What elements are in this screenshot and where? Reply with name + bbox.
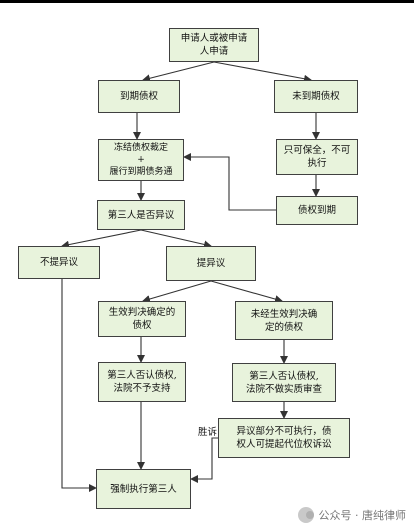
edge-label-win-lawsuit: 胜诉 [198,427,218,438]
node-objection-part-not-enforceable: 异议部分不可执行，债 权人可提起代位权诉讼 [218,418,350,458]
edge-third-noobj [61,229,142,249]
node-objection: 提异议 [166,246,256,281]
edge-third-obj [140,229,212,249]
edge-obj-effective [142,280,212,303]
node-no-objection: 不提异议 [18,246,100,279]
node-debt-due: 债权到期 [276,196,358,225]
node-enforce-third-party: 强制执行第三人 [96,469,191,509]
node-denied-not-supported: 第三人否认债权, 法院不予支持 [98,362,186,402]
node-not-effective-judgment-debt: 未经生效判决确 定的债权 [235,301,333,340]
edge-noobj-enforce [61,279,97,492]
node-preserve-only: 只可保全，不可 执行 [276,139,358,175]
edge-applicant-undue [213,61,312,83]
node-third-party-objects: 第三人是否异议 [97,200,185,230]
node-due-debt: 到期债权 [98,80,180,113]
node-effective-judgment-debt: 生效判决确定的 债权 [98,301,186,337]
watermark: 公众号 · 唐纯律师 [297,507,407,523]
top-border-line [0,0,414,3]
watermark-text: 公众号 · 唐纯律师 [318,509,407,522]
edge-obj-noteffective [210,280,283,303]
node-applicant: 申请人或被申请 人申请 [169,28,259,62]
node-denied-no-review: 第三人否认债权, 法院不做实质审查 [232,363,336,402]
node-undue-debt: 未到期债权 [274,80,358,113]
node-freeze-ruling: 冻结债权裁定 + 履行到期债务通 [98,139,184,181]
edge-applicant-due [142,61,215,83]
edge-debtdue-freeze [183,153,276,211]
wechat-icon [297,507,314,523]
edge-part-enforce [190,437,218,483]
